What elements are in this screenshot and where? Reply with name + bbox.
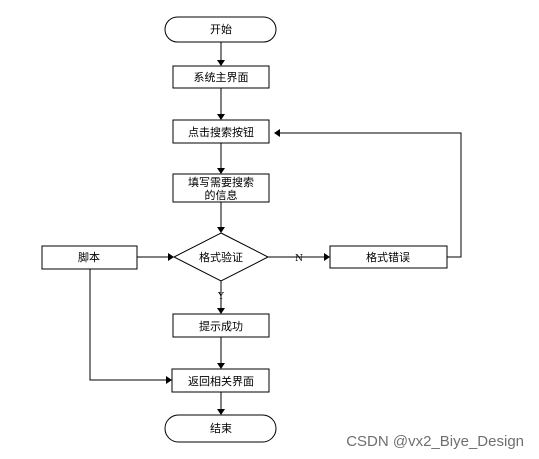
click-search-label: 点击搜索按钮 xyxy=(188,125,254,139)
return-page-label: 返回相关界面 xyxy=(188,374,254,388)
arrow-script-to-return xyxy=(166,376,172,384)
click-search-box xyxy=(172,119,270,144)
prompt-success-box xyxy=(172,313,270,338)
fill-info-label-line1: 填写需要搜索 xyxy=(188,175,254,189)
arrow-return-to-end xyxy=(217,409,225,415)
edge-label-yes: Y xyxy=(217,292,225,302)
script-label: 脚本 xyxy=(78,250,100,264)
edge-error-to-click xyxy=(279,132,462,258)
edge-script-to-return xyxy=(89,269,167,381)
start-label: 开始 xyxy=(210,22,232,36)
arrow-check-to-success xyxy=(217,308,225,314)
format-check-diamond xyxy=(172,232,270,282)
format-error-label: 格式错误 xyxy=(366,250,410,264)
watermark: CSDN @vx2_Biye_Design xyxy=(346,433,524,450)
end-label: 结束 xyxy=(210,422,232,435)
arrow-start-to-main xyxy=(217,60,225,66)
format-error-box xyxy=(329,245,448,269)
arrow-error-to-click xyxy=(274,129,280,137)
fill-info-label-line2: 的信息 xyxy=(205,188,238,202)
arrow-click-to-fill xyxy=(217,168,225,174)
end-terminal xyxy=(164,414,277,443)
fill-info-box xyxy=(172,173,270,203)
main-ui-box xyxy=(172,65,270,89)
script-box xyxy=(41,245,138,270)
arrow-script-to-check xyxy=(168,253,174,261)
format-check-label: 格式验证 xyxy=(199,250,243,264)
prompt-success-label: 提示成功 xyxy=(199,320,243,333)
edge-label-no: N xyxy=(295,254,303,264)
arrow-success-to-return xyxy=(217,363,225,369)
main-ui-label: 系统主界面 xyxy=(194,71,249,84)
arrow-fill-to-check xyxy=(217,227,225,233)
start-terminal xyxy=(164,16,277,43)
arrow-main-to-click xyxy=(217,114,225,120)
return-page-box xyxy=(171,368,270,393)
arrow-check-to-error xyxy=(324,253,330,261)
